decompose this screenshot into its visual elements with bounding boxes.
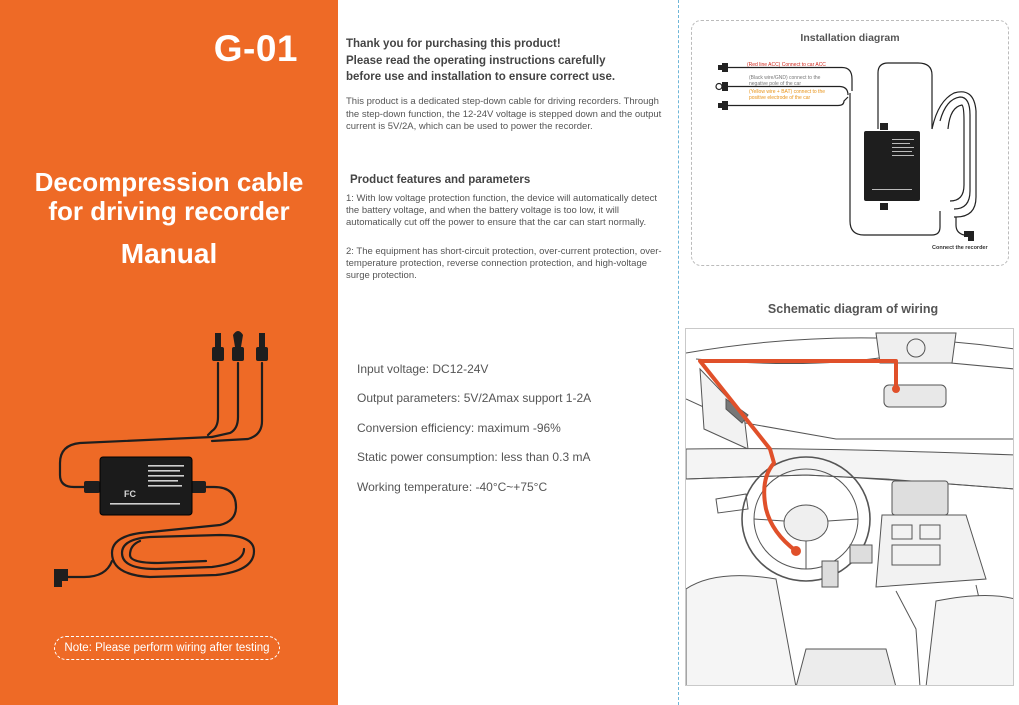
product-description: This product is a dedicated step-down ca… (346, 96, 662, 133)
black-wire-label-2: negative pole of the car (749, 81, 801, 87)
cover-title-line-1: Decompression cable (34, 167, 304, 197)
intro-heading: Thank you for purchasing this product! P… (346, 36, 671, 86)
spec-input-voltage: Input voltage: DC12-24V (357, 362, 489, 376)
spec-static-power: Static power consumption: less than 0.3 … (357, 450, 591, 464)
black-wire-label-1: (Black wire/GND) connect to the (749, 75, 821, 81)
model-number: G-01 (213, 28, 298, 69)
connect-recorder-label: Connect the recorder (932, 245, 988, 251)
cover-panel: G-01 Decompression cable for driving rec… (0, 0, 338, 705)
feature-item-1: 1: With low voltage protection function,… (346, 193, 658, 229)
cover-title: Decompression cable for driving recorder (0, 168, 338, 226)
yellow-wire-label-2: positive electrode of the car (749, 95, 811, 101)
spec-conversion-efficiency: Conversion efficiency: maximum -96% (357, 421, 561, 435)
usb-connector-icon (54, 569, 68, 587)
schematic-title: Schematic diagram of wiring (767, 302, 939, 316)
testing-note: Note: Please perform wiring after testin… (54, 636, 280, 660)
spec-working-temperature: Working temperature: -40°C~+75°C (357, 480, 548, 494)
car-interior-drawing (686, 332, 1013, 685)
product-illustration: FC (54, 331, 268, 587)
yellow-wire-label-1: (Yellow wire + BAT) connect to the (749, 89, 826, 95)
feature-item-2: 2: The equipment has short-circuit prote… (346, 246, 662, 282)
intro-line-3: before use and installation to ensure co… (346, 71, 616, 83)
wiring-route (698, 359, 898, 553)
installation-title: Installation diagram (800, 32, 900, 44)
features-heading: Product features and parameters (350, 174, 531, 186)
cover-subtitle: Manual (120, 238, 218, 269)
installation-diagram: Installation diagram (691, 20, 1009, 266)
spec-output-parameters: Output parameters: 5V/2Amax support 1-2A (357, 391, 592, 405)
cover-title-line-2: for driving recorder (48, 196, 290, 226)
intro-line-1: Thank you for purchasing this product! (346, 38, 561, 50)
fuse-tap-icon (722, 101, 728, 110)
intro-line-2: Please read the operating instructions c… (346, 54, 606, 67)
car-interior-illustration (685, 328, 1014, 686)
ring-terminal-icon (722, 82, 728, 91)
fold-divider (678, 0, 679, 705)
red-wire-label: (Red line ACC) Connect to car ACC (747, 62, 826, 68)
fc-mark-icon: FC (124, 489, 136, 499)
installation-drawing (715, 62, 977, 241)
